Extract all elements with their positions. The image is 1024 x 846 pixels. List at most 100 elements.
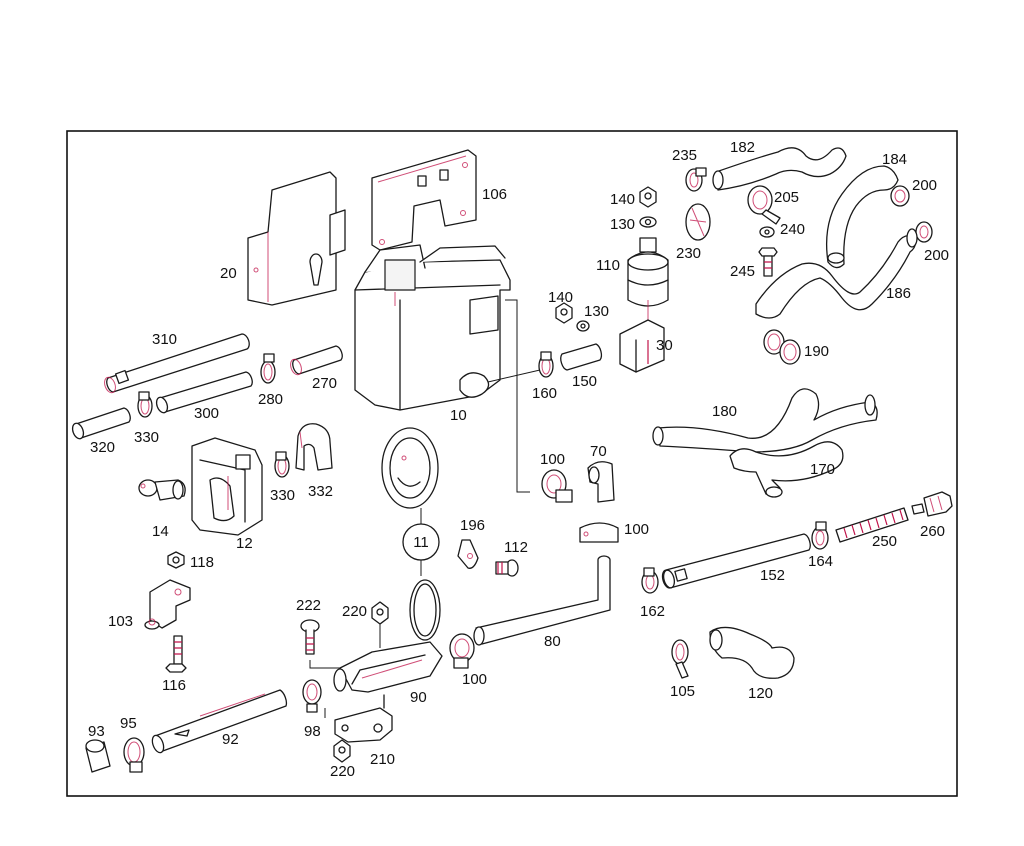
part-182-hose[interactable]	[712, 147, 847, 191]
part-93-sleeve[interactable]	[85, 739, 111, 773]
part-100-clamp-upper[interactable]	[541, 469, 573, 503]
part-140-nut-right[interactable]	[639, 186, 657, 208]
part-235-clamp[interactable]	[685, 167, 707, 192]
part-95-clamp[interactable]	[123, 737, 145, 773]
label-250: 250	[872, 533, 897, 550]
label-100-middle: 100	[624, 521, 649, 538]
part-184-hose[interactable]	[825, 165, 899, 269]
label-93: 93	[88, 723, 105, 740]
part-120-elbow-hose[interactable]	[709, 626, 795, 679]
part-164-clamp[interactable]	[811, 521, 829, 550]
part-200-clamp-lower[interactable]	[915, 221, 933, 243]
label-70: 70	[590, 443, 607, 460]
part-196-clip[interactable]	[457, 539, 479, 569]
label-205: 205	[774, 189, 799, 206]
label-12: 12	[236, 535, 253, 552]
part-240-washer[interactable]	[759, 226, 775, 238]
part-14-connector[interactable]	[138, 479, 186, 501]
part-100-clamp-lower[interactable]	[449, 633, 475, 669]
part-10-heater-unit[interactable]	[354, 244, 511, 411]
part-152-tube[interactable]	[661, 533, 811, 589]
label-160: 160	[532, 385, 557, 402]
diagram-frame	[66, 130, 958, 797]
label-164: 164	[808, 553, 833, 570]
part-98-clamp[interactable]	[302, 679, 322, 713]
callout-labels: 20 106 10 11 12 14 30 70 80 90 92 93 95 …	[88, 139, 949, 780]
part-118-nut[interactable]	[167, 551, 185, 569]
part-30-pump-bracket[interactable]	[619, 319, 665, 373]
part-106-top-plate[interactable]	[371, 149, 477, 251]
part-270-sleeve[interactable]	[289, 345, 343, 376]
part-103-bracket[interactable]	[144, 579, 191, 630]
part-140-nut-left[interactable]	[555, 302, 573, 324]
part-330-clamp-right[interactable]	[274, 451, 290, 478]
part-12-housing[interactable]	[191, 437, 263, 536]
label-196: 196	[460, 517, 485, 534]
part-130-washer-right[interactable]	[639, 216, 657, 228]
label-230: 230	[676, 245, 701, 262]
part-80-exhaust-pipe[interactable]	[473, 555, 611, 646]
label-150: 150	[572, 373, 597, 390]
part-210-mount-plate[interactable]	[334, 694, 393, 743]
part-11-gasket-ring[interactable]	[409, 579, 441, 641]
label-260: 260	[920, 523, 945, 540]
label-180: 180	[712, 403, 737, 420]
part-220-nut-bottom[interactable]	[333, 739, 351, 763]
label-310: 310	[152, 331, 177, 348]
label-80: 80	[544, 633, 561, 650]
part-170-hose[interactable]	[729, 441, 844, 498]
label-103: 103	[108, 613, 133, 630]
part-300-tube[interactable]	[155, 371, 253, 414]
label-222: 222	[296, 597, 321, 614]
part-130-washer-left[interactable]	[576, 320, 590, 332]
part-320-tube[interactable]	[71, 407, 131, 440]
label-170: 170	[810, 461, 835, 478]
part-116-bolt[interactable]	[165, 635, 187, 673]
part-100-clamp-middle[interactable]	[579, 522, 619, 543]
label-320: 320	[90, 439, 115, 456]
label-116: 116	[162, 677, 186, 694]
label-20: 20	[220, 265, 237, 282]
part-90-muffler[interactable]	[333, 641, 443, 693]
part-150-sleeve[interactable]	[560, 343, 603, 371]
part-160-clamp[interactable]	[538, 351, 554, 378]
label-92: 92	[222, 731, 239, 748]
label-190: 190	[804, 343, 829, 360]
part-70-elbow[interactable]	[587, 461, 615, 503]
part-190-clamps[interactable]	[763, 329, 801, 365]
part-220-nut-top[interactable]	[371, 601, 389, 625]
part-280-clamp[interactable]	[260, 353, 276, 384]
part-310-tube[interactable]	[103, 333, 250, 394]
label-270: 270	[312, 375, 337, 392]
part-260-fitting[interactable]	[911, 491, 953, 517]
part-205-clip[interactable]	[747, 185, 781, 225]
label-140-left: 140	[548, 289, 573, 306]
label-140-right: 140	[610, 191, 635, 208]
part-180-hose[interactable]	[652, 388, 878, 453]
label-90: 90	[410, 689, 427, 706]
part-162-clamp[interactable]	[641, 567, 659, 594]
part-332-holder[interactable]	[295, 423, 333, 471]
part-330-clamp-left[interactable]	[137, 391, 153, 418]
part-112-screw[interactable]	[495, 559, 519, 577]
label-235: 235	[672, 147, 697, 164]
part-110-fuel-pump[interactable]	[627, 237, 669, 326]
label-162: 162	[640, 603, 665, 620]
part-250-flex-hose[interactable]	[835, 507, 909, 543]
part-230-damper[interactable]	[685, 203, 711, 241]
part-200-clamp-upper[interactable]	[890, 185, 910, 207]
part-105-clip[interactable]	[671, 639, 689, 679]
part-186-hose[interactable]	[755, 228, 918, 319]
part-11-gasket-plate[interactable]	[381, 427, 439, 509]
label-14: 14	[152, 523, 169, 540]
part-92-exhaust-tube[interactable]	[150, 689, 288, 754]
part-245-screw[interactable]	[758, 247, 778, 277]
label-11: 11	[413, 534, 429, 551]
label-182: 182	[730, 139, 755, 156]
part-222-screw[interactable]	[300, 619, 320, 655]
label-112: 112	[504, 539, 528, 556]
part-20-mounting-bracket[interactable]	[247, 171, 346, 306]
label-245: 245	[730, 263, 755, 280]
label-300: 300	[194, 405, 219, 422]
